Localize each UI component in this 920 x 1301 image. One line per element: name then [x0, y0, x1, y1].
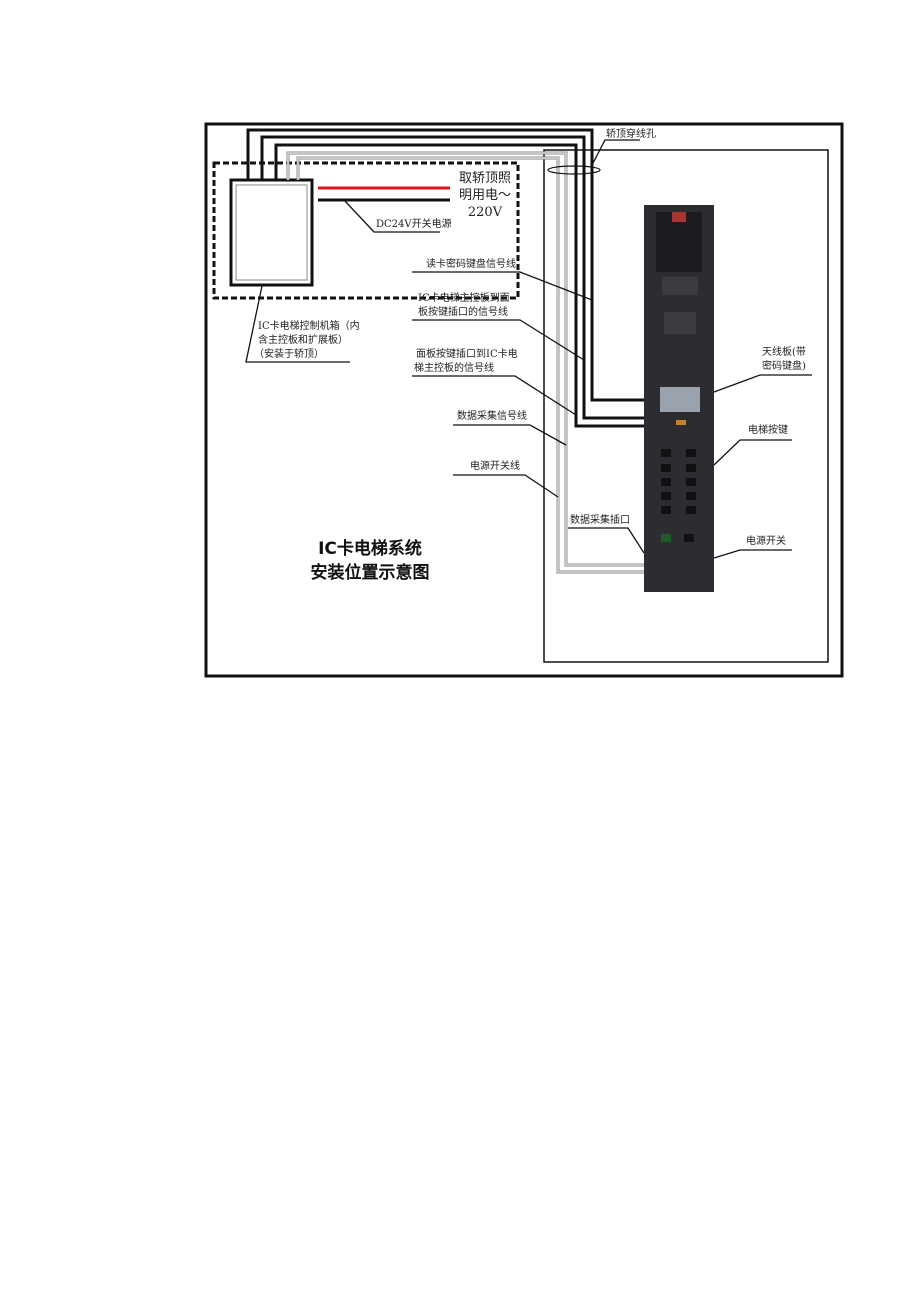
- title-line2: 安装位置示意图: [310, 563, 430, 583]
- control-box: [229, 178, 314, 287]
- label-power-switch: 电源开关: [746, 536, 786, 547]
- cable-hole: [547, 165, 601, 175]
- label-power-switch-line: 电源开关线: [470, 461, 520, 472]
- car-top-area: [212, 161, 520, 300]
- label-panel-to-main-1: 面板按键插口到IC卡电: [416, 349, 518, 360]
- elevator-panel: [644, 205, 714, 592]
- label-antenna-2: 密码键盘): [762, 361, 806, 372]
- elevator-car-frame: [543, 149, 829, 663]
- label-power-source: 取轿顶照 明用电～ 220V: [455, 170, 515, 221]
- label-control-box-1: IC卡电梯控制机箱（内: [258, 321, 360, 332]
- power-source-line1: 取轿顶照: [458, 171, 511, 186]
- keypad-screen: [660, 387, 700, 412]
- outer-frame: [204, 122, 844, 678]
- label-control-box-2: 含主控板和扩展板）: [258, 335, 348, 346]
- label-dc-power: DC24V开关电源: [376, 219, 452, 230]
- label-elevator-buttons: 电梯按键: [748, 425, 788, 436]
- title-line1: IC卡电梯系统: [318, 539, 422, 559]
- signal-wires: [246, 128, 644, 574]
- label-cable-hole: 轿顶穿线孔: [606, 129, 656, 140]
- label-main-to-panel-1: IC卡电梯主控板到面: [418, 293, 510, 304]
- label-data-port: 数据采集插口: [570, 515, 630, 526]
- label-antenna-1: 天线板(带: [762, 347, 806, 358]
- diagram-title: IC卡电梯系统 安装位置示意图: [280, 537, 460, 585]
- label-data-signal: 数据采集信号线: [457, 411, 527, 422]
- label-reader-signal: 读卡密码键盘信号线: [426, 259, 516, 270]
- label-panel-to-main-2: 梯主控板的信号线: [414, 363, 494, 374]
- floor-buttons: [661, 449, 696, 514]
- power-source-line3: 220V: [467, 205, 503, 220]
- power-source-line2: 明用电～: [458, 188, 511, 203]
- label-control-box-3: （安装于轿顶）: [254, 349, 324, 360]
- label-main-to-panel-2: 板按键插口的信号线: [418, 307, 508, 318]
